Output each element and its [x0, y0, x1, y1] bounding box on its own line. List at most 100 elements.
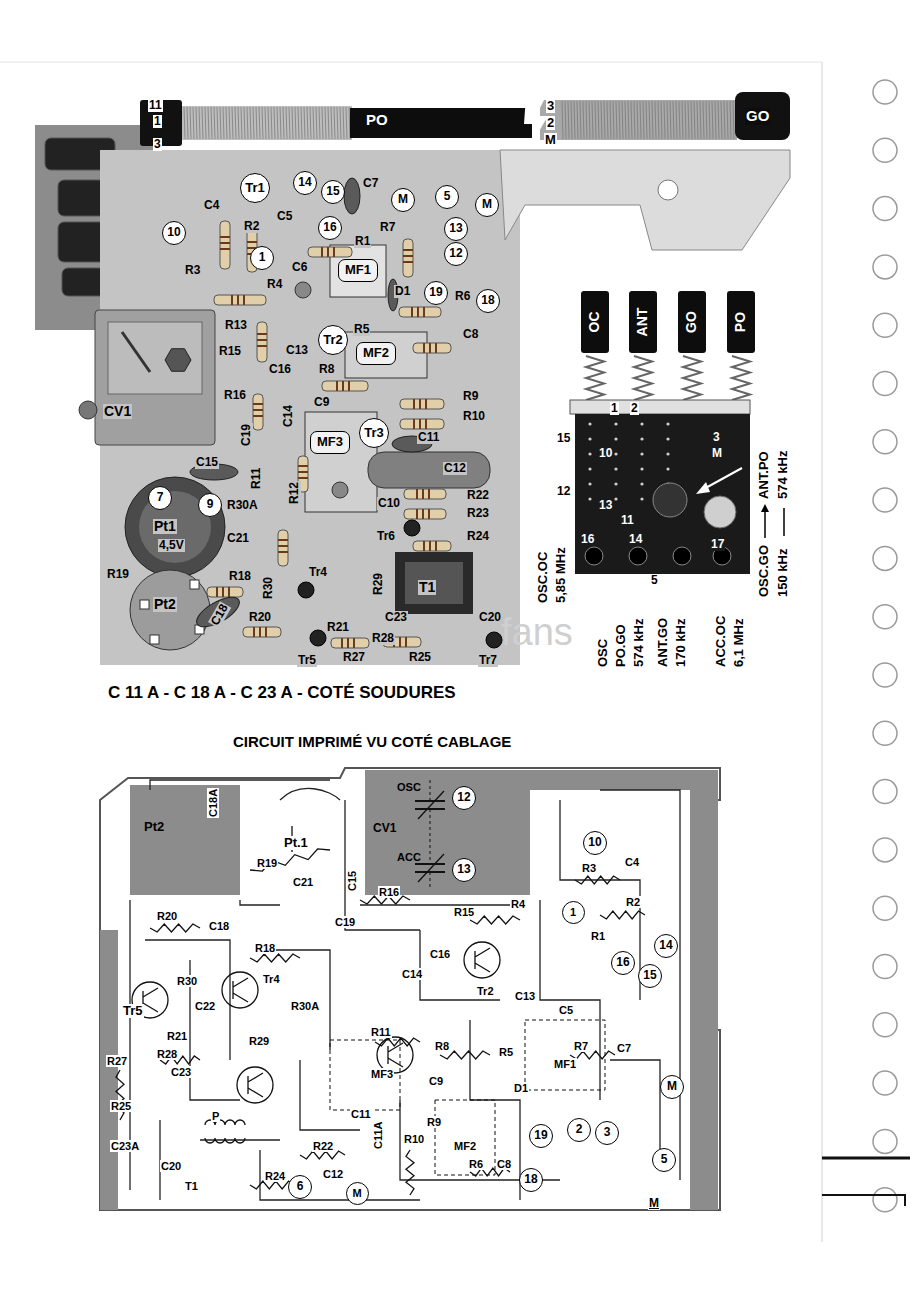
- part-label: Pt.1: [283, 836, 309, 850]
- callout-circle: 1: [250, 246, 274, 270]
- binding-hole: [873, 1013, 897, 1037]
- color-band: [278, 539, 288, 541]
- transistor-symbol: [464, 942, 500, 978]
- callout-number: M: [398, 193, 408, 206]
- resistor-label: R9: [462, 390, 479, 403]
- part-label: OSC.GO: [757, 544, 771, 598]
- capacitor-label: C18: [208, 920, 230, 932]
- capacitor-label: C21: [292, 876, 314, 888]
- callout-number: 12: [449, 247, 462, 260]
- coil-winding: [182, 106, 352, 140]
- resistor-label: R10: [462, 410, 486, 423]
- winding-turn: [187, 107, 188, 139]
- winding-turn: [586, 101, 587, 139]
- coil-slug: [585, 547, 603, 565]
- solder-tab: [190, 580, 199, 589]
- winding-turn: [727, 101, 728, 139]
- color-band: [298, 477, 308, 479]
- part-tag: MF1: [338, 259, 378, 282]
- winding-turn: [286, 107, 287, 139]
- color-band: [265, 627, 267, 637]
- resistor-label: R11: [250, 467, 263, 490]
- winding-turn: [610, 101, 611, 139]
- resistor-body: [404, 489, 446, 499]
- color-band: [347, 638, 349, 648]
- contact-dot: [588, 422, 591, 425]
- resistor-symbol: [575, 876, 620, 884]
- color-band: [220, 248, 230, 250]
- capacitor-label: C11: [350, 1108, 372, 1120]
- capacitor-label: C12: [443, 462, 467, 475]
- part-label: OSC.OC: [536, 551, 550, 604]
- copper-plane: [130, 785, 240, 895]
- if-can-outline: [330, 1040, 400, 1110]
- winding-turn: [211, 107, 212, 139]
- winding-turn: [733, 101, 734, 139]
- resistor-label: R22: [312, 1140, 334, 1152]
- resistor-body: [207, 587, 243, 597]
- part-label: CV1: [103, 404, 132, 419]
- part-label: M: [544, 133, 557, 147]
- binding-hole: [873, 313, 897, 337]
- capacitor-label: C10: [377, 497, 401, 510]
- resistor: [308, 247, 352, 257]
- capacitor-label: C11: [417, 431, 440, 444]
- coil-cap: [735, 92, 790, 140]
- winding-turn: [715, 101, 716, 139]
- resistor-body: [278, 530, 288, 566]
- part-label: GO: [745, 108, 770, 125]
- copper-track: [345, 800, 420, 930]
- frequency-label: 574 kHz: [632, 618, 646, 668]
- transistor: [310, 630, 326, 646]
- resistor-body: [400, 399, 444, 409]
- resistor-label: R25: [408, 651, 432, 664]
- transistor-label: Tr5: [297, 654, 317, 667]
- capacitor-label: C16: [429, 948, 451, 960]
- part-label: 2: [630, 402, 639, 415]
- ferrite-rod: [350, 108, 532, 138]
- switch-block: [575, 414, 750, 574]
- pointer-arrow: [702, 468, 742, 490]
- part-label: OSC: [596, 638, 610, 668]
- copper-plane: [690, 770, 718, 1210]
- resistor-label: R22: [466, 489, 490, 502]
- resistor-label: R9: [426, 1116, 442, 1128]
- resistor-label: R28: [156, 1048, 178, 1060]
- callout-circle: 13: [452, 858, 476, 882]
- callout-circle: 12: [444, 242, 468, 266]
- contact-dot: [666, 452, 669, 455]
- resistor-label: R27: [106, 1055, 128, 1067]
- color-band: [298, 471, 308, 473]
- resistor-body: [413, 541, 451, 551]
- contact-dot: [614, 497, 617, 500]
- resistor-symbol: [600, 911, 645, 919]
- winding-turn: [691, 101, 692, 139]
- resistor-body: [413, 343, 451, 353]
- part-label: PO.GO: [614, 623, 628, 668]
- winding-turn: [274, 107, 275, 139]
- winding-turn: [262, 107, 263, 139]
- binding-hole: [873, 488, 897, 512]
- callout-number: 18: [481, 294, 494, 307]
- resistor: [207, 587, 243, 597]
- electrolytic-capacitor: [368, 452, 490, 488]
- resistor-symbol: [300, 1151, 345, 1159]
- resistor: [400, 419, 444, 429]
- winding-turn: [688, 101, 689, 139]
- coil-winding: [540, 100, 737, 140]
- callout-circle: 18: [519, 1168, 543, 1192]
- capacitor: [192, 591, 244, 632]
- winding-turn: [568, 101, 569, 139]
- capacitor-label: C14: [282, 404, 295, 428]
- contact-dot: [640, 482, 643, 485]
- callout-number: 3: [604, 1126, 611, 1139]
- callout-circle: 2: [567, 1118, 591, 1142]
- callout-number: MF3: [317, 435, 343, 449]
- resistor-body: [322, 381, 368, 391]
- resistor-label: R18: [228, 570, 252, 583]
- winding-turn: [253, 107, 254, 139]
- switch-button: ANT: [629, 291, 657, 353]
- contact-dot: [640, 422, 643, 425]
- solder-tab: [140, 600, 149, 609]
- callout-circle: M: [660, 1075, 684, 1099]
